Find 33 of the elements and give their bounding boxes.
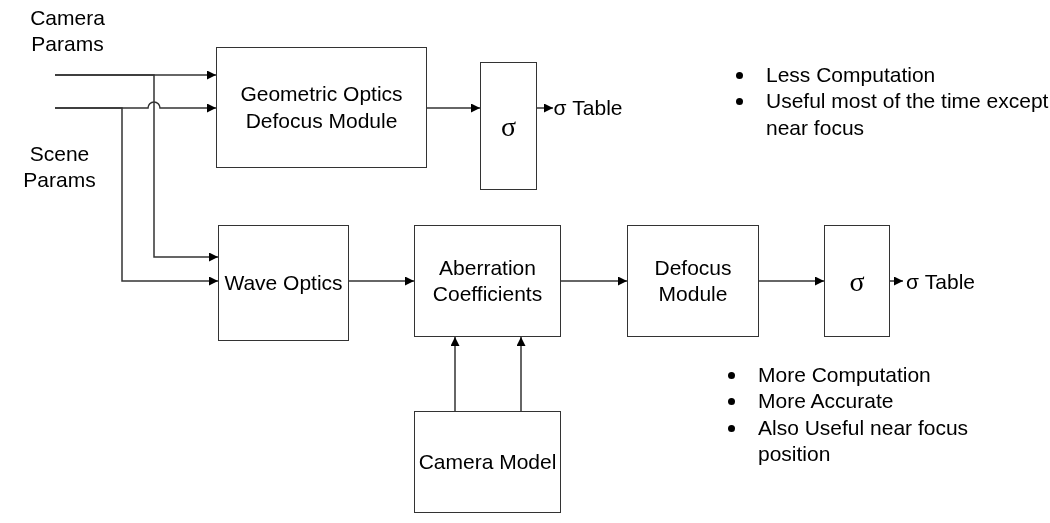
arrow xyxy=(516,336,526,412)
box-label: σ xyxy=(500,109,517,144)
node-label: Scene Params xyxy=(22,140,97,193)
bullet-text: More Accurate xyxy=(758,388,895,415)
arrow xyxy=(450,336,460,412)
process-box xyxy=(216,47,427,168)
process-box xyxy=(627,225,759,337)
process-box xyxy=(218,225,349,341)
box-label: Aberration Coefficients xyxy=(431,254,544,307)
bullet-text: More Computation xyxy=(758,362,932,388)
arrow xyxy=(54,74,219,262)
arrow xyxy=(426,103,481,113)
process-box xyxy=(414,411,561,513)
symbol-box xyxy=(824,225,890,337)
node-label: σ Table xyxy=(906,268,975,295)
bullet-text: Useful most of the time except near focus xyxy=(766,88,1050,141)
node-label: Camera Params xyxy=(29,5,106,58)
box-label: Camera Model xyxy=(418,448,557,475)
arrow xyxy=(889,276,904,286)
arrow xyxy=(560,276,628,286)
process-box xyxy=(414,225,561,337)
arrow xyxy=(536,103,554,113)
symbol-box xyxy=(480,62,537,190)
arrow xyxy=(54,107,219,286)
box-label: Wave Optics xyxy=(224,269,343,296)
arrow xyxy=(348,276,415,286)
arrow xyxy=(758,276,825,286)
node-label: σ Table xyxy=(553,94,623,121)
box-label: Geometric Optics Defocus Module xyxy=(239,81,404,134)
box-label: Defocus Module xyxy=(653,254,733,307)
bullet-text: Also Useful near focus position xyxy=(758,414,970,467)
bullet-text: Less Computation xyxy=(766,62,937,88)
box-label: σ xyxy=(849,264,865,299)
